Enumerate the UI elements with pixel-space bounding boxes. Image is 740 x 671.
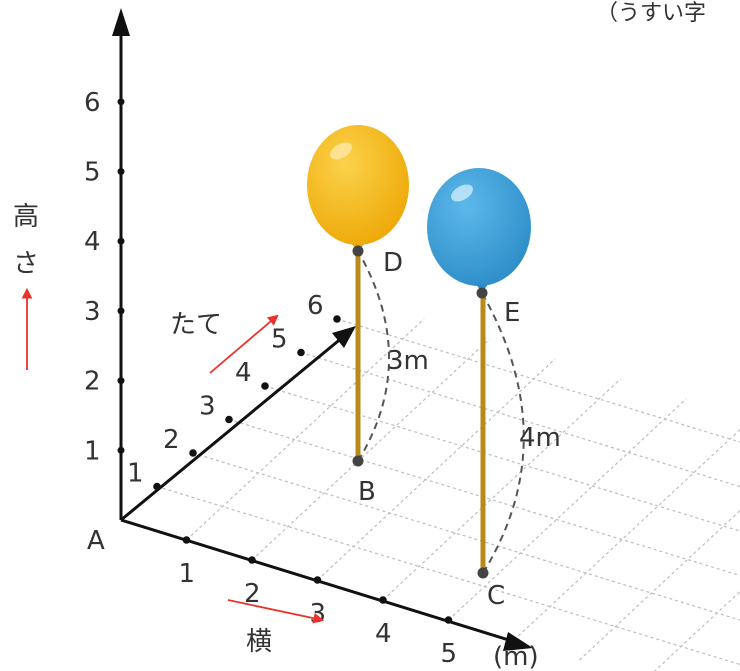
depth-tick-dot-3 [225, 415, 233, 424]
grid-line-depth-4 [264, 385, 740, 532]
horizontal-direction-arrow [227, 599, 325, 624]
grid-line-horizontal-5 [448, 398, 687, 621]
horizontal-tick-dot-1 [182, 536, 191, 544]
measure-bd: 3m [387, 346, 429, 376]
vertical-tick-dot-5 [117, 168, 125, 175]
grid-line-horizontal-9 [711, 479, 740, 671]
depth-tick-label-3: 3 [199, 392, 216, 422]
measure-ce: 4m [519, 423, 561, 453]
grid-line-horizontal-7 [579, 509, 740, 661]
arc-c-e [481, 292, 525, 574]
vertical-tick-label-5: 5 [84, 158, 101, 188]
depth-tick-label-6: 6 [307, 291, 324, 321]
depth-axis [120, 335, 344, 522]
grid-line-depth-5 [300, 351, 740, 488]
depth-tick-label-5: 5 [271, 325, 288, 355]
grid-line-horizontal-1 [186, 318, 425, 541]
vertical-tick-dot-3 [117, 307, 125, 315]
vertical-tick-dot-2 [117, 377, 125, 385]
point-e-label: E [504, 298, 520, 328]
horizontal-tick-dot-4 [379, 596, 387, 604]
point-e-dot [476, 287, 488, 299]
depth-tick-dot-2 [189, 449, 197, 457]
vertical-tick-label-4: 4 [84, 227, 101, 257]
horizontal-tick-dot-5 [444, 616, 453, 624]
point-d-dot [352, 245, 364, 257]
depth-axis-name: たて [170, 310, 222, 340]
point-c-label: C [487, 581, 505, 611]
vertical-tick-dot-4 [117, 237, 125, 245]
vertical-tick-label-3: 3 [84, 297, 101, 327]
horizontal-tick-dot-2 [248, 556, 256, 564]
vertical-axis-name-2: さ [13, 249, 39, 279]
grid-line-horizontal-3 [317, 358, 556, 581]
vertical-tick-dot-1 [117, 446, 125, 454]
grid-line-depth-2 [192, 452, 740, 621]
vertical-axis-arrowhead [112, 8, 130, 36]
depth-tick-dot-5 [297, 348, 305, 357]
vertical-tick-label-6: 6 [84, 88, 101, 118]
point-c-dot [477, 567, 489, 579]
horizontal-ticks: 1 2 3 4 5 [179, 536, 458, 669]
depth-direction-arrow [209, 314, 279, 374]
horizontal-axis-name: 横 [246, 627, 272, 657]
vertical-tick-dot-6 [117, 98, 125, 106]
vertical-axis-name-1: 高 [13, 202, 39, 232]
point-b-dot [352, 455, 364, 467]
grid-line-depth-3 [228, 418, 740, 577]
grid-line-horizontal-2 [251, 338, 491, 561]
horizontal-axis-unit: (m) [493, 642, 539, 671]
depth-tick-label-2: 2 [163, 425, 180, 455]
blue-balloon [427, 168, 531, 293]
vertical-tick-label-1: 1 [84, 436, 101, 466]
horizontal-tick-label-5: 5 [441, 639, 458, 669]
grid-line-horizontal-8 [653, 590, 740, 671]
depth-tick-dot-1 [153, 482, 161, 491]
depth-tick-label-4: 4 [235, 358, 252, 388]
horizontal-axis-arrowhead [503, 632, 533, 651]
yellow-balloon [307, 125, 409, 252]
depth-tick-dot-6 [333, 315, 341, 323]
depth-axis-arrowhead [332, 326, 356, 348]
grid-line-depth-1 [156, 485, 740, 666]
depth-tick-label-1: 1 [127, 459, 144, 489]
grid-line-depth-6 [336, 318, 740, 443]
depth-tick-dot-4 [261, 382, 269, 390]
vertical-ticks: 1 2 3 4 5 6 [84, 88, 125, 466]
top-note: （うすい字 [596, 1, 706, 26]
origin-label: A [87, 526, 105, 556]
point-d-label: D [383, 248, 403, 278]
grid-line-horizontal-6 [513, 428, 740, 641]
horizontal-tick-label-2: 2 [244, 579, 261, 609]
horizontal-tick-label-4: 4 [375, 619, 392, 649]
arc-b-d [357, 250, 390, 462]
vertical-tick-label-2: 2 [84, 367, 101, 397]
horizontal-tick-label-3: 3 [310, 599, 327, 629]
horizontal-tick-dot-3 [313, 576, 322, 584]
grid-line-horizontal-4 [382, 378, 622, 601]
point-b-label: B [358, 477, 376, 507]
horizontal-tick-label-1: 1 [179, 559, 196, 589]
